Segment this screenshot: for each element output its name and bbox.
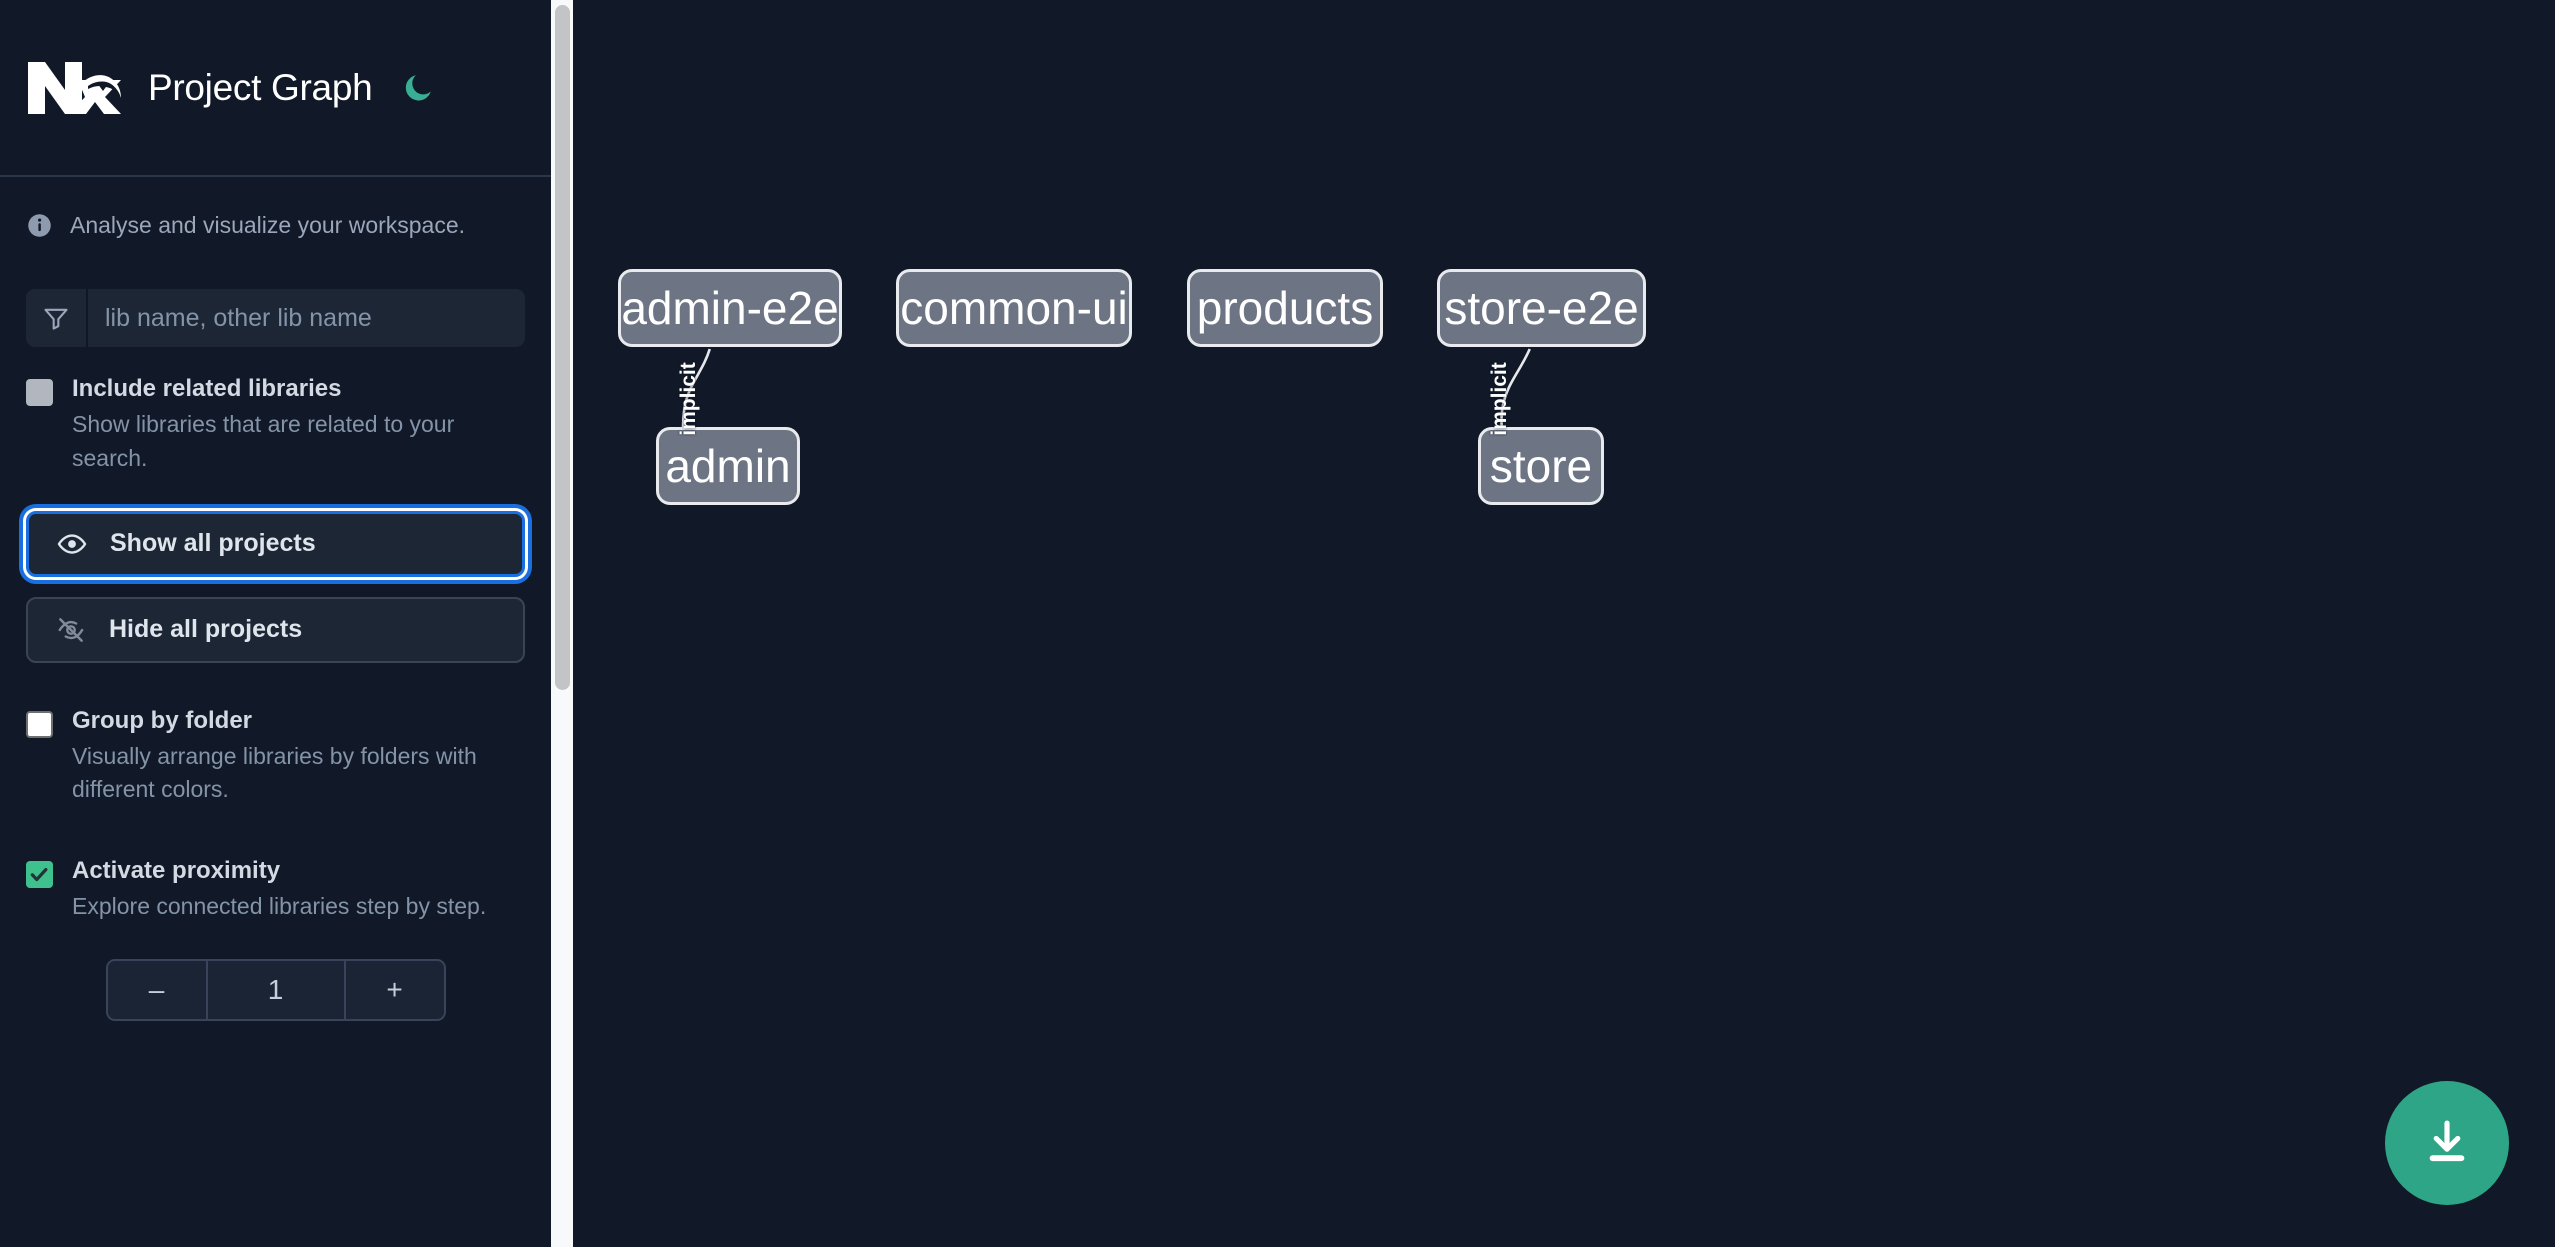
show-all-projects-button[interactable]: Show all projects [26, 510, 525, 577]
proximity-value: 1 [267, 974, 284, 1006]
node-label: store-e2e [1444, 282, 1639, 334]
proximity-stepper: – 1 + [105, 959, 446, 1022]
sidebar-header: Project Graph [0, 0, 551, 177]
checkbox-group-by-folder[interactable] [26, 710, 53, 738]
proximity-increment-button[interactable]: + [343, 961, 444, 1020]
checkbox-activate-proximity[interactable] [26, 860, 53, 888]
graph-node-store-e2e[interactable]: store-e2e [1437, 269, 1646, 347]
sidebar: Project Graph Analyse and visualize yo [0, 0, 551, 1247]
graph-node-common-ui[interactable]: common-ui [896, 269, 1132, 347]
node-label: products [1196, 282, 1374, 334]
graph-node-admin-e2e[interactable]: admin-e2e [618, 269, 842, 347]
node-label: admin [665, 440, 791, 492]
hide-all-projects-label: Hide all projects [109, 615, 303, 644]
graph-node-admin[interactable]: admin [656, 427, 800, 505]
moon-icon[interactable] [398, 68, 438, 108]
option-label: Group by folder [72, 706, 252, 734]
hide-all-projects-button[interactable]: Hide all projects [26, 596, 525, 663]
option-description: Show libraries that are related to your … [72, 411, 455, 471]
checkbox-include-related-libraries[interactable] [26, 379, 53, 406]
sidebar-scrollbar[interactable] [551, 0, 573, 1247]
option-description: Visually arrange libraries by folders wi… [72, 743, 477, 803]
info-icon [26, 212, 53, 239]
node-label: admin-e2e [621, 282, 839, 334]
node-label: store [1489, 440, 1593, 492]
eye-off-icon [54, 613, 87, 646]
page-title: Project Graph [148, 66, 373, 108]
graph-edges [678, 348, 1531, 465]
graph-node-products[interactable]: products [1187, 269, 1383, 347]
option-label: Activate proximity [72, 856, 281, 884]
edge-label-implicit-store: implicit [1487, 362, 1511, 436]
nx-logo-icon [26, 60, 121, 116]
workspace-info-text: Analyse and visualize your workspace. [70, 211, 466, 238]
node-label: common-ui [900, 282, 1128, 334]
proximity-decrement-button[interactable]: – [108, 961, 208, 1020]
download-icon [2420, 1115, 2474, 1172]
edge-label-implicit-admin: implicit [676, 362, 700, 436]
download-graph-button[interactable] [2385, 1081, 2509, 1205]
eye-icon [55, 527, 88, 560]
option-description: Explore connected libraries step by step… [72, 892, 487, 919]
option-activate-proximity[interactable]: Activate proximity Explore connected lib… [0, 855, 551, 924]
option-group-by-folder[interactable]: Group by folder Visually arrange librari… [0, 705, 551, 807]
graph-canvas[interactable]: admin-e2e common-ui products store-e2e a… [551, 0, 2555, 1247]
search-input[interactable] [88, 289, 525, 347]
option-label: Include related libraries [72, 375, 342, 402]
show-all-projects-label: Show all projects [110, 529, 316, 558]
graph-node-store[interactable]: store [1478, 427, 1604, 505]
funnel-icon [26, 289, 88, 347]
workspace-info: Analyse and visualize your workspace. [0, 177, 551, 273]
option-include-related-libraries[interactable]: Include related libraries Show libraries… [0, 373, 551, 475]
filter-field[interactable] [26, 289, 525, 347]
sidebar-scrollbar-thumb[interactable] [555, 5, 570, 690]
